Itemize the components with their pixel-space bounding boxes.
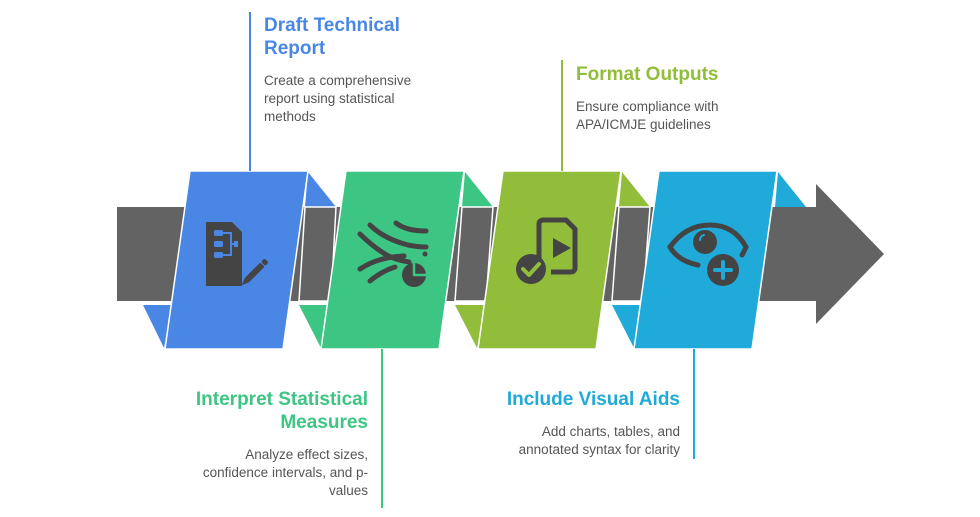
- step-title-line: Format Outputs: [576, 64, 719, 85]
- eye-plus-icon: [667, 222, 749, 268]
- arrow-band-segments: [298, 206, 651, 302]
- step-description: Analyze effect sizes, confidence interva…: [130, 446, 368, 500]
- step-description-line: confidence intervals, and p-: [202, 465, 368, 480]
- step-title: Interpret Statistical Measures: [130, 388, 368, 434]
- step-panel-4: [633, 170, 778, 350]
- media-file-check-icon: [516, 217, 578, 284]
- step-description: Ensure compliance with APA/ICMJE guideli…: [576, 98, 816, 134]
- step-title: Include Visual Aids: [440, 388, 680, 411]
- step-title-line: Include Visual Aids: [506, 389, 680, 410]
- step-description-line: Add charts, tables, and: [541, 424, 680, 439]
- ribbon-folds: [143, 172, 806, 348]
- step-description: Create a comprehensive report using stat…: [264, 72, 504, 126]
- step-description-line: Analyze effect sizes,: [245, 447, 368, 462]
- step-description-line: values: [328, 483, 368, 498]
- step-description-line: annotated syntax for clarity: [518, 442, 680, 457]
- step-panel-3: [477, 170, 622, 350]
- step-callout-4: Include Visual Aids Add charts, tables, …: [440, 388, 680, 459]
- step-title: Format Outputs: [576, 63, 816, 86]
- step-title-line: Draft Technical: [264, 15, 400, 36]
- step-title-line: Measures: [280, 412, 368, 433]
- step-title-line: Report: [264, 38, 326, 59]
- step-title-line: Interpret Statistical: [195, 389, 368, 410]
- step-callout-1: Draft Technical Report Create a comprehe…: [264, 14, 504, 126]
- step-callout-3: Format Outputs Ensure compliance with AP…: [576, 63, 816, 134]
- arrow-head-icon: [816, 184, 884, 324]
- plus-circle-icon: [707, 254, 739, 286]
- step-description-line: methods: [264, 109, 316, 124]
- step-description-line: APA/ICMJE guidelines: [576, 117, 711, 132]
- step-description: Add charts, tables, and annotated syntax…: [440, 423, 680, 459]
- document-edit-icon: [206, 222, 268, 286]
- step-description-line: Create a comprehensive: [264, 73, 412, 88]
- step-description-line: report using statistical: [264, 91, 395, 106]
- step-callout-2: Interpret Statistical Measures Analyze e…: [130, 388, 368, 500]
- step-description-line: Ensure compliance with: [576, 99, 719, 114]
- data-flow-pie-icon: [357, 220, 429, 287]
- step-title: Draft Technical Report: [264, 14, 504, 60]
